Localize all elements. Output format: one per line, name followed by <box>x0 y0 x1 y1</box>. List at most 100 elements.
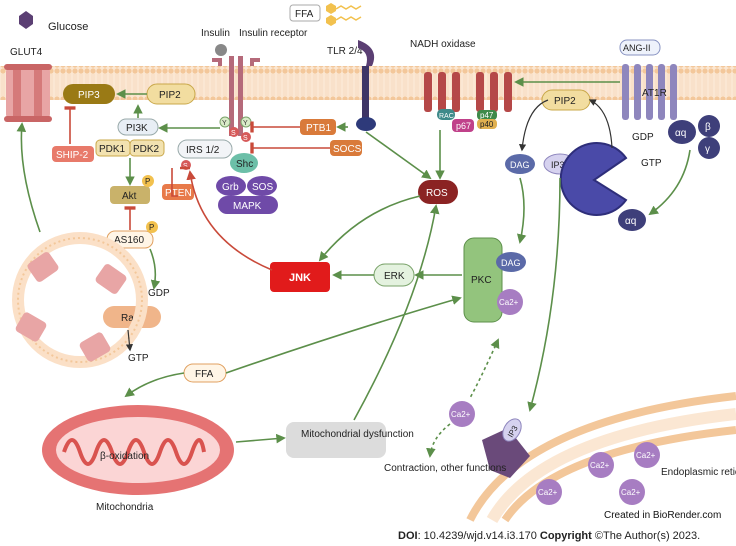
ffa-top-label: FFA <box>295 9 314 20</box>
copyright-label: Copyright <box>539 530 592 542</box>
neutral-arrows <box>125 99 613 352</box>
dag2-label: DAG <box>501 258 521 268</box>
s-site-a <box>229 127 239 137</box>
p-site-2-label: P <box>149 223 154 232</box>
sos-box <box>247 176 277 196</box>
pten-label: PTEN <box>165 188 192 199</box>
doi-value: : 10.4239/wjd.v14.i3.170 <box>417 530 540 542</box>
vesicle-glut4-icons <box>15 252 127 362</box>
dag1-label: DAG <box>510 160 530 170</box>
pip3-label: PIP3 <box>78 90 100 101</box>
at1r-receptor-icon <box>622 64 677 120</box>
ca-pkc <box>497 289 523 315</box>
mito-label: Mitochondria <box>96 502 154 513</box>
beta-subunit <box>698 115 720 137</box>
glucose-icon <box>19 11 33 29</box>
ang2-label: ANG-II <box>623 43 651 53</box>
gdp-g-label: GDP <box>632 132 654 143</box>
vesicle-membrane <box>17 237 143 363</box>
erk-label: ERK <box>384 271 405 282</box>
beta-label: β <box>705 122 711 133</box>
p-site-1 <box>142 175 154 187</box>
shc-label: Shc <box>236 159 253 170</box>
nadph-text: NADH oxidase <box>410 39 476 50</box>
ca-1 <box>449 401 475 427</box>
nadph-oxidase-icon <box>424 72 512 112</box>
ca-2 <box>634 442 660 468</box>
irs-label: IRS 1/2 <box>186 145 220 156</box>
ca-5-label: Ca2+ <box>621 488 641 497</box>
doi-line: DOI: 10.4239/wjd.v14.i3.170 Copyright ©T… <box>398 530 700 542</box>
gtp-rab-label: GTP <box>128 353 149 364</box>
p47-label: p47 <box>480 111 494 120</box>
ship2-box <box>52 146 94 162</box>
gamma-label: γ <box>705 144 710 155</box>
ros-box <box>418 180 458 204</box>
plc-label: PLC <box>612 175 634 187</box>
beta-ox-label: β-oxidation <box>100 451 149 462</box>
ca-4-label: Ca2+ <box>538 488 558 497</box>
contraction-text: Contraction, other functions <box>384 463 506 474</box>
inhibition-arrows <box>64 106 330 271</box>
y-site-2-label: Y <box>243 120 248 127</box>
mito-dys-box <box>286 422 386 458</box>
rac-label: RAC <box>439 113 454 120</box>
insulin-receptor-text: Insulin receptor <box>239 28 308 39</box>
fatty-acid-icon <box>326 3 362 26</box>
mitochondrion-icon <box>42 405 234 495</box>
pi3k-label: PI3K <box>126 123 148 134</box>
insulin-label: Insulin <box>201 28 230 39</box>
ang2-box <box>619 39 661 56</box>
ffa-top-box <box>289 4 321 22</box>
ip3-1-label: IP3 <box>551 160 565 170</box>
tlr-label: TLR 2/4 <box>327 46 363 57</box>
pip2-right-label: PIP2 <box>554 96 576 107</box>
p67-badge <box>452 119 474 132</box>
socs-box <box>330 140 362 156</box>
pdk2-label: PDK2 <box>133 144 160 155</box>
p67-label: p67 <box>456 121 471 131</box>
glucose-label: Glucose <box>48 21 88 33</box>
ca-3 <box>588 452 614 478</box>
p-site-1-label: P <box>145 177 150 186</box>
contraction-label: Contraction, other functions <box>384 463 506 474</box>
shc-box <box>230 153 258 173</box>
rab-label: Rab <box>121 313 140 324</box>
gamma-subunit <box>698 137 720 159</box>
pdk1-label: PDK1 <box>99 144 126 155</box>
pkc-box <box>463 237 503 323</box>
activation-arrows <box>16 77 691 458</box>
pdk2-box <box>129 139 165 157</box>
aq-subunit <box>668 120 696 144</box>
ca-3-label: Ca2+ <box>590 461 610 470</box>
pip3-box <box>63 84 115 104</box>
y-site-1-label: Y <box>222 120 227 127</box>
irs-box <box>177 139 233 159</box>
insulin-receptor-label: Insulin receptor <box>239 28 308 39</box>
pten-box <box>162 184 194 200</box>
p47-badge <box>477 110 497 120</box>
jnk-label: JNK <box>289 272 311 284</box>
gtp-g-label: GTP <box>641 158 662 169</box>
p40-badge <box>477 119 497 129</box>
insulin-molecule-icon <box>215 44 227 56</box>
akt-label: Akt <box>122 191 137 202</box>
glut4-label: GLUT4 <box>10 47 43 58</box>
mito-dys-label: Mitochondrial dysfunction <box>301 429 414 440</box>
er-membrane <box>466 392 736 524</box>
copyright-value: ©The Author(s) 2023. <box>591 530 701 542</box>
s-site-b <box>241 132 251 142</box>
nadph-label: NADH oxidase <box>410 39 476 50</box>
p-site-2 <box>146 221 158 233</box>
aq2-label: αq <box>625 216 636 227</box>
grb-label: Grb <box>222 182 239 193</box>
ship2-label: SHIP-2 <box>56 150 89 161</box>
gdp-rab-label: GDP <box>148 288 170 299</box>
at1r-label: AT1R <box>642 88 667 99</box>
ptb1-box <box>300 119 336 135</box>
pi3k-box <box>117 118 159 136</box>
footer: DOI: 10.4239/wjd.v14.i3.170 Copyright ©T… <box>0 527 736 546</box>
ip3-receptor-icon <box>482 418 530 478</box>
tlr-receptor-icon <box>356 40 376 131</box>
